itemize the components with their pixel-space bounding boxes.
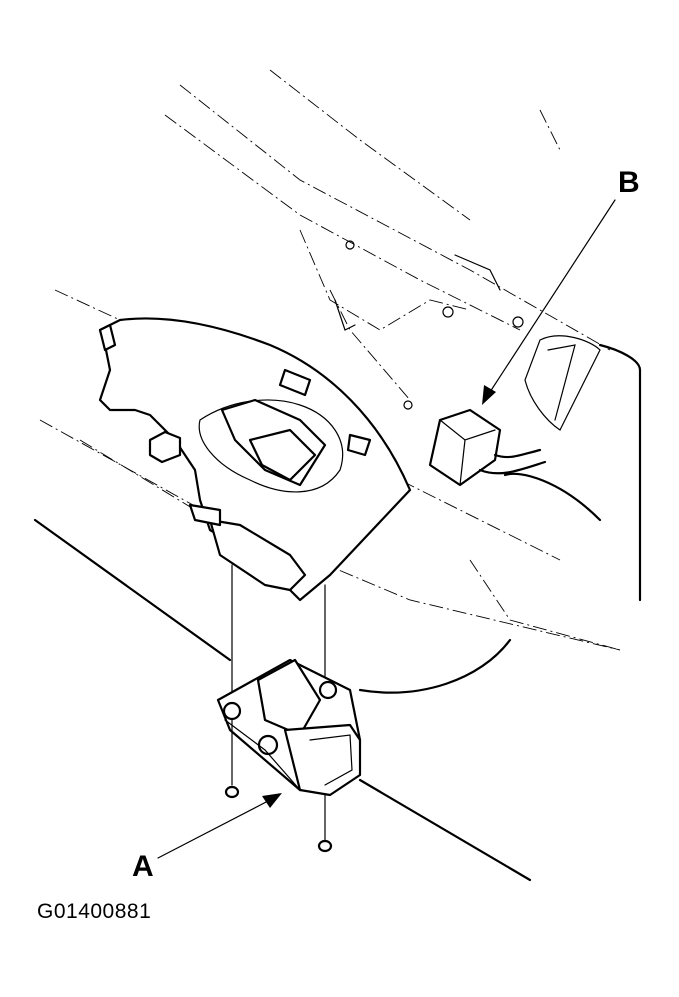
assembly-guide-lines [231, 564, 326, 711]
trim-edge-lines [33, 518, 532, 882]
door-panel-outline [39, 69, 621, 651]
figure-code: G01400881 [37, 900, 152, 923]
callout-label-b: B [618, 166, 640, 199]
leader-lines [157, 199, 616, 859]
callout-label-a: A [132, 850, 154, 883]
door-pocket [358, 335, 642, 694]
mounting-screws [224, 719, 333, 853]
window-switch-a [216, 658, 362, 797]
connector-b [428, 408, 547, 487]
switch-bezel [98, 317, 412, 602]
